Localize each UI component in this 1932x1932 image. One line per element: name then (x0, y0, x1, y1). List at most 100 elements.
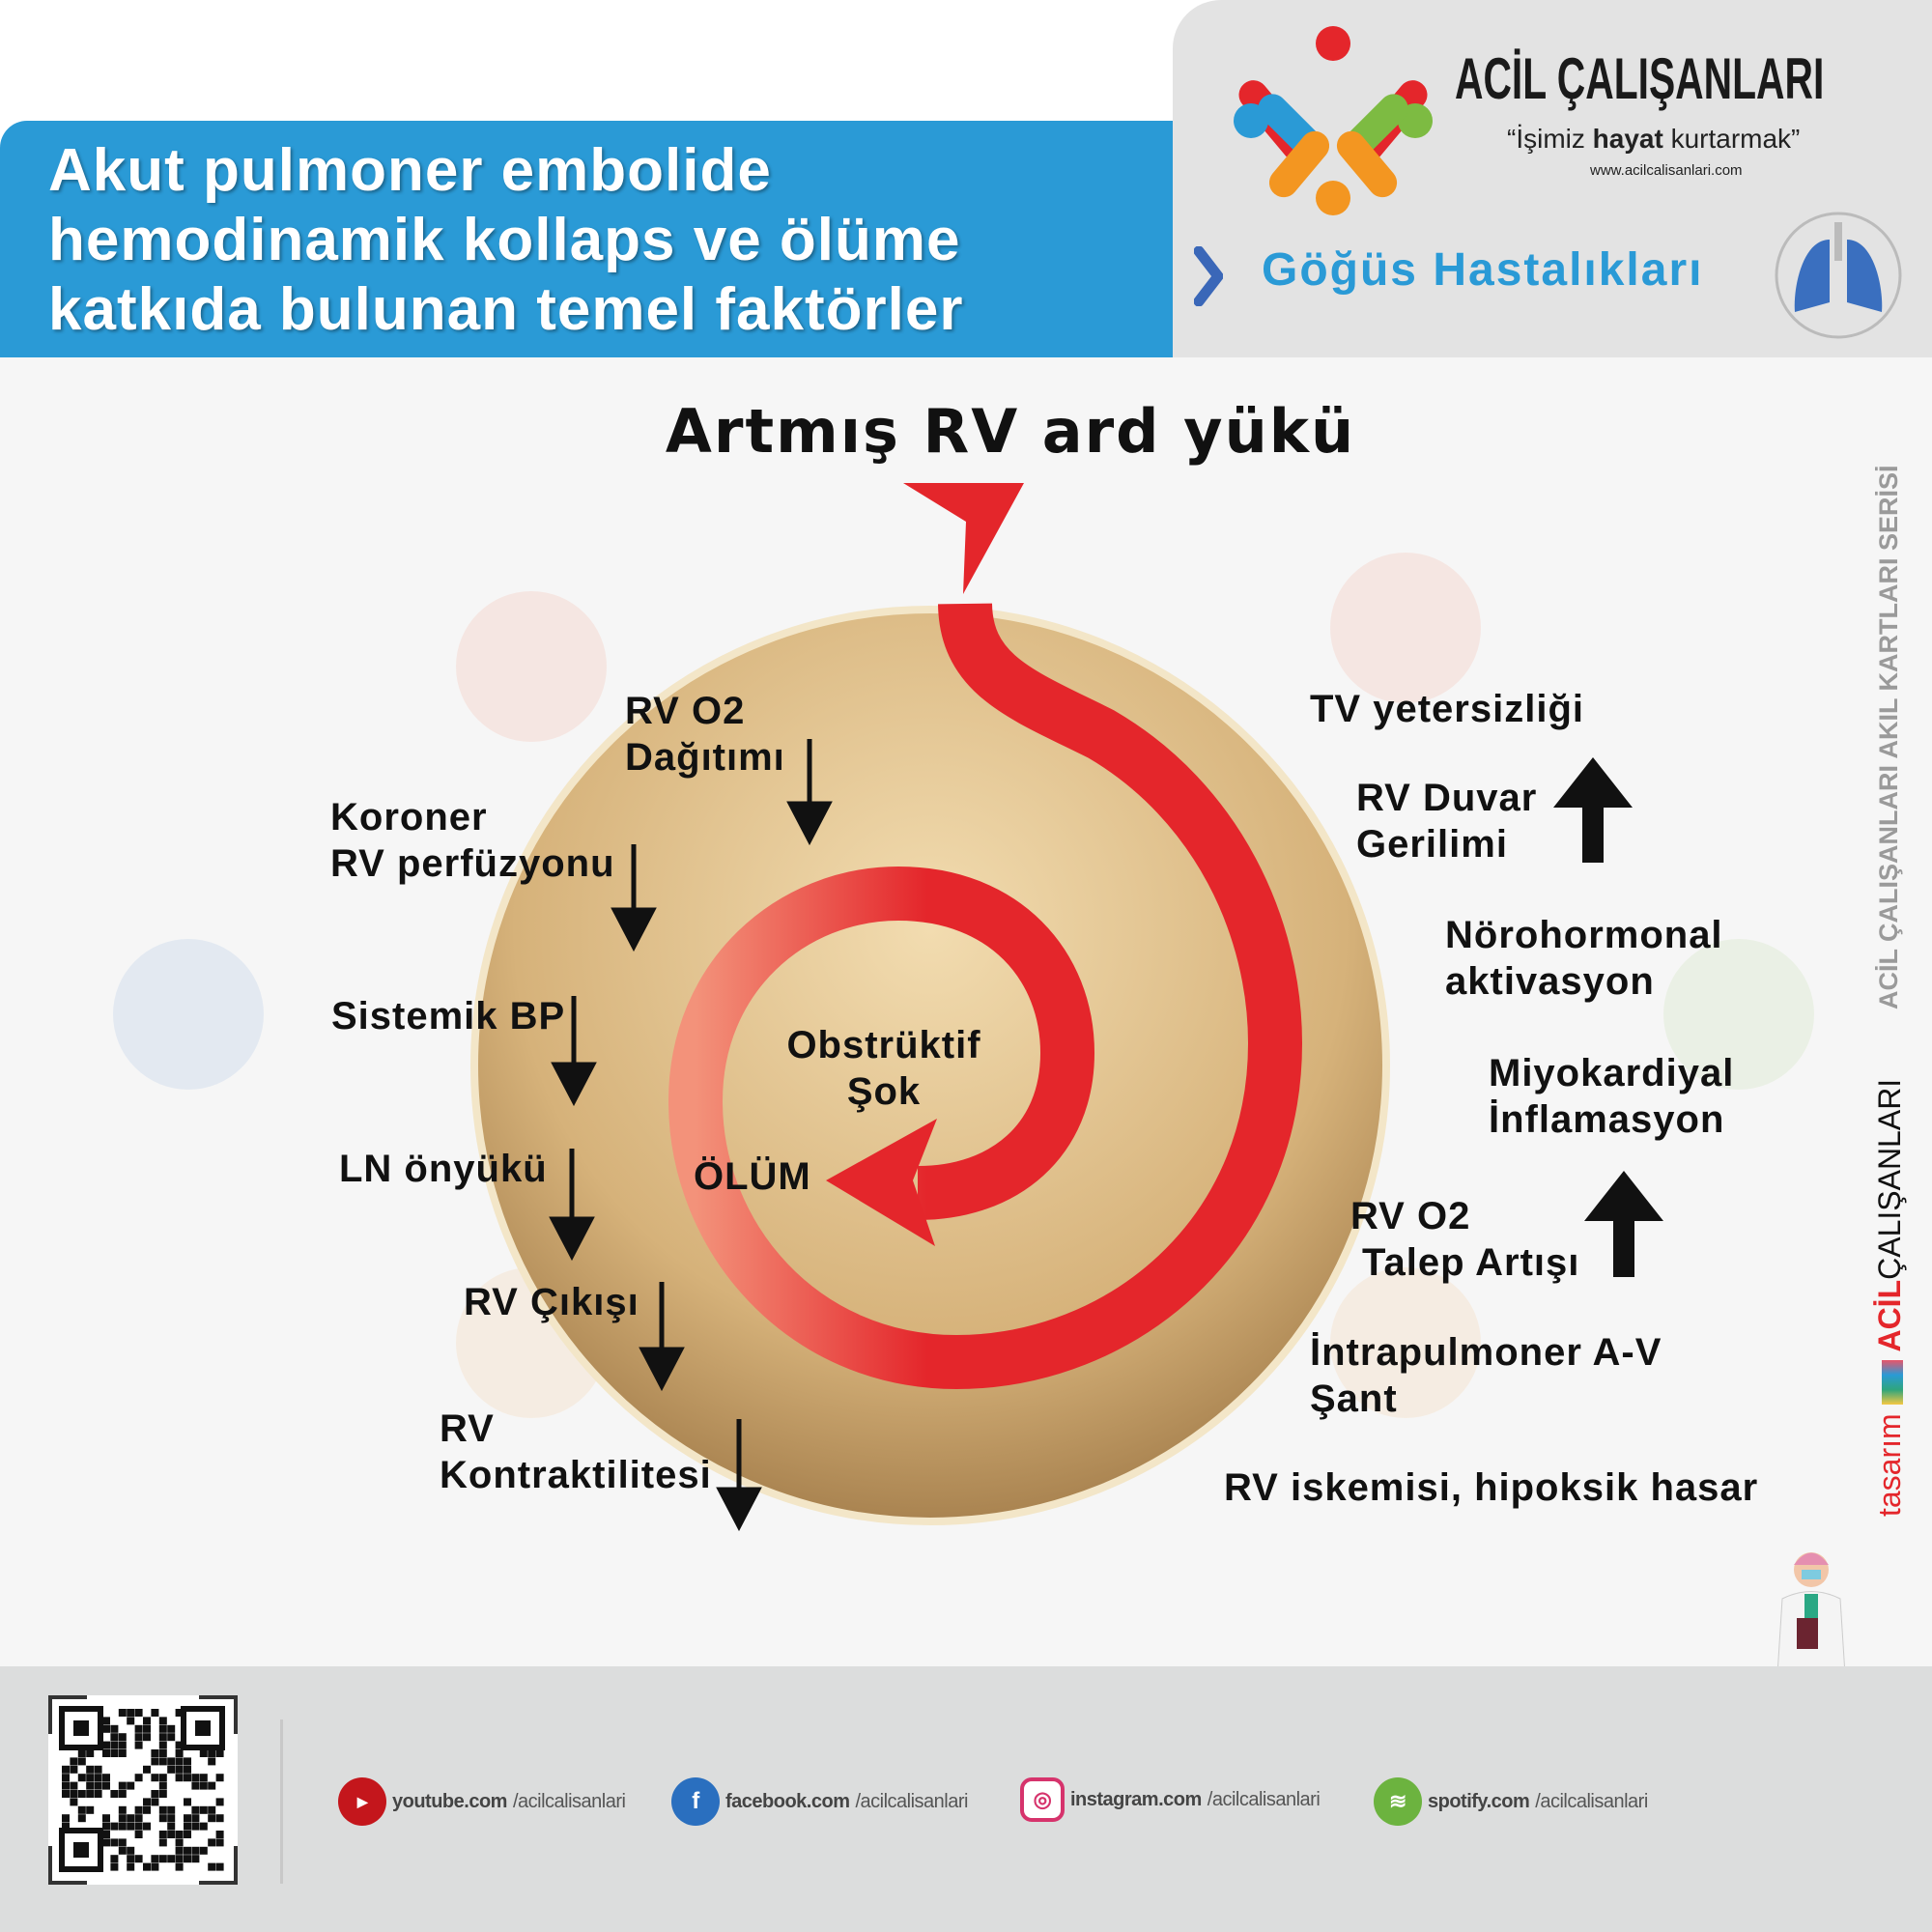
qr-module (167, 1765, 176, 1774)
qr-module (118, 1733, 127, 1742)
qr-module (158, 1838, 167, 1847)
qr-module (86, 1790, 95, 1798)
qr-module (134, 1822, 143, 1831)
qr-module (158, 1774, 167, 1782)
qr-module (208, 1838, 216, 1847)
qr-module (143, 1822, 151, 1831)
qr-module (118, 1822, 127, 1831)
qr-module (94, 1790, 102, 1798)
qr-module (184, 1774, 191, 1782)
qr-module (62, 1790, 70, 1798)
title-line: katkıda bulunan temel faktörler (48, 276, 964, 343)
title-banner: Akut pulmoner embolide hemodinamik kolla… (0, 121, 1173, 357)
qr-module (134, 1724, 143, 1733)
qr-module (86, 1781, 95, 1790)
qr-module (184, 1822, 191, 1831)
qr-module (110, 1733, 119, 1742)
qr-module (191, 1814, 200, 1823)
title-line: hemodinamik kollaps ve ölüme (48, 207, 961, 273)
factor-rv-output: RV Çıkışı (464, 1281, 639, 1323)
factor-rv-ischemia: RV iskemisi, hipoksik hasar (1224, 1466, 1759, 1509)
youtube-link[interactable]: ▶youtube.com/acilcalisanlari (338, 1777, 626, 1826)
qr-module (199, 1774, 208, 1782)
qr-module (158, 1781, 167, 1790)
qr-module (191, 1846, 200, 1855)
qr-module (134, 1733, 143, 1742)
qr-module (175, 1757, 184, 1766)
slogan-pre: “İşimiz (1507, 124, 1593, 154)
qr-module (110, 1749, 119, 1757)
spiral-arrowhead-icon (826, 1119, 937, 1246)
qr-module (102, 1814, 110, 1823)
spotify-link[interactable]: ≋spotify.com/acilcalisanlari (1374, 1777, 1648, 1826)
category-label: Göğüs Hastalıkları (1262, 244, 1704, 296)
qr-module (158, 1717, 167, 1725)
qr-finder-center (73, 1842, 89, 1858)
qr-module (191, 1774, 200, 1782)
qr-module (151, 1749, 159, 1757)
qr-module (110, 1790, 119, 1798)
qr-module (62, 1814, 70, 1823)
qr-module (102, 1781, 110, 1790)
qr-module (118, 1741, 127, 1749)
qr-finder (59, 1828, 103, 1872)
qr-module (127, 1781, 135, 1790)
qr-module (158, 1741, 167, 1749)
qr-module (62, 1822, 70, 1831)
qr-module (184, 1757, 191, 1766)
qr-module (118, 1709, 127, 1717)
qr-finder (59, 1706, 103, 1750)
instagram-link[interactable]: ◎instagram.com/acilcalisanlari (1020, 1777, 1321, 1822)
palette-icon (1881, 1360, 1903, 1406)
qr-module (118, 1838, 127, 1847)
qr-module (167, 1733, 176, 1742)
qr-module (151, 1774, 159, 1782)
qr-module (184, 1831, 191, 1838)
qr-module (70, 1781, 78, 1790)
qr-module (77, 1749, 86, 1757)
website-link[interactable]: www.acilcalisanlari.com (1590, 162, 1743, 179)
qr-module (70, 1765, 78, 1774)
qr-module (110, 1741, 119, 1749)
qr-module (199, 1822, 208, 1831)
top-arrow-icon (903, 483, 1024, 594)
qr-module (143, 1862, 151, 1871)
qr-module (175, 1862, 184, 1871)
qr-module (143, 1724, 151, 1733)
qr-module (102, 1717, 110, 1725)
qr-module (175, 1831, 184, 1838)
qr-module (158, 1757, 167, 1766)
series-label: ACİL ÇALIŞANLARI AKIL KARTLARI SERİSİ (1874, 465, 1903, 1009)
qr-module (127, 1846, 135, 1855)
factor-systemic-bp: Sistemik BP (331, 995, 566, 1037)
qr-module (86, 1805, 95, 1814)
qr-module (143, 1798, 151, 1806)
qr-module (215, 1774, 224, 1782)
qr-module (184, 1765, 191, 1774)
qr-module (134, 1814, 143, 1823)
qr-module (62, 1781, 70, 1790)
qr-code[interactable] (48, 1695, 238, 1885)
qr-module (134, 1709, 143, 1717)
qr-module (102, 1749, 110, 1757)
qr-module (215, 1798, 224, 1806)
qr-module (175, 1846, 184, 1855)
qr-module (175, 1774, 184, 1782)
qr-module (167, 1724, 176, 1733)
qr-module (70, 1798, 78, 1806)
qr-module (134, 1831, 143, 1838)
chevron-right-icon (1194, 246, 1223, 306)
background-watermark (113, 553, 1814, 1418)
qr-module (208, 1862, 216, 1871)
qr-finder (181, 1706, 225, 1750)
qr-module (118, 1814, 127, 1823)
qr-module (175, 1765, 184, 1774)
qr-module (199, 1846, 208, 1855)
qr-module (62, 1765, 70, 1774)
